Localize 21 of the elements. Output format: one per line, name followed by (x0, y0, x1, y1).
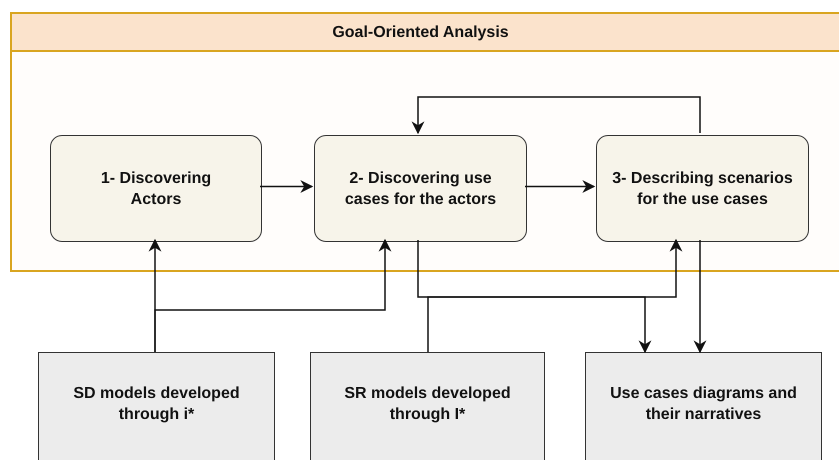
input-output-box (585, 352, 822, 460)
arrow (694, 240, 706, 354)
process-box (50, 135, 262, 242)
arrow (427, 238, 682, 352)
box-label: 3- Describing scenarios for the use cases (611, 168, 794, 210)
group-title: Goal-Oriented Analysis (332, 22, 509, 42)
box-label: 2- Discovering use cases for the actors (344, 168, 498, 210)
arrow (417, 240, 652, 354)
arrow (412, 96, 701, 134)
process-box (314, 135, 527, 242)
input-output-box (38, 352, 275, 460)
arrow (154, 238, 392, 352)
box-label: SD models developed through i* (72, 384, 241, 424)
process-box (596, 135, 809, 242)
arrow (260, 180, 314, 193)
group-container (10, 12, 839, 272)
box-label: 1- Discovering Actors (100, 168, 212, 210)
input-output-box (310, 352, 545, 460)
box-label: Use cases diagrams and their narratives (609, 384, 798, 424)
box-label: SR models developed through I* (343, 384, 512, 424)
arrow (525, 180, 596, 193)
